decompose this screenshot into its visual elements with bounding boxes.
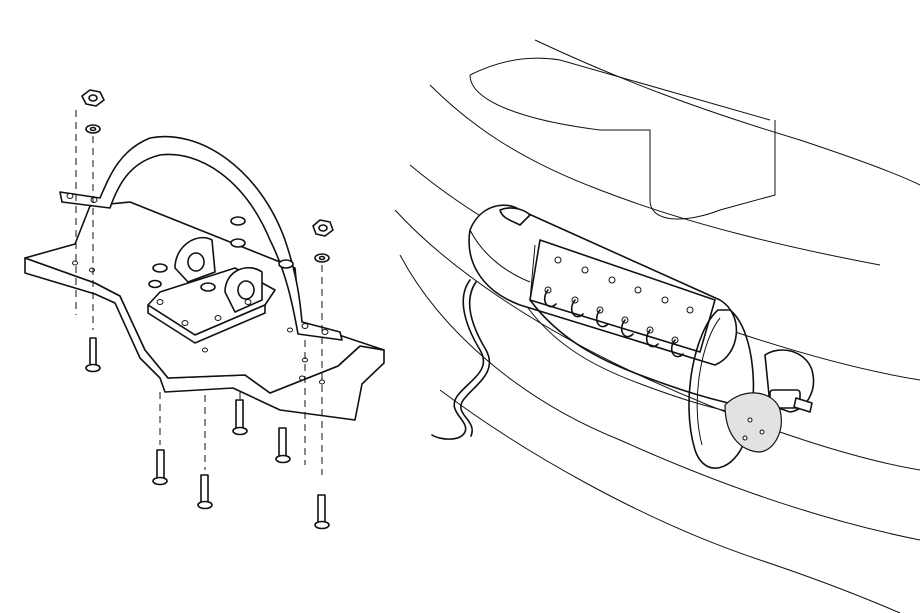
screw bbox=[232, 399, 248, 436]
screw bbox=[275, 427, 291, 464]
valve-fitting bbox=[724, 349, 815, 453]
screw bbox=[314, 494, 330, 530]
screws bbox=[85, 337, 330, 530]
assembly-guide-lines bbox=[75, 110, 323, 475]
cable-and-hose bbox=[431, 279, 761, 440]
lacing-loops bbox=[543, 289, 684, 358]
screw bbox=[197, 474, 213, 510]
center-bracket bbox=[147, 236, 276, 344]
retaining-hoop bbox=[688, 309, 755, 469]
arched-strap bbox=[59, 135, 343, 341]
nuts-and-washers bbox=[81, 89, 334, 292]
tube-bag bbox=[468, 204, 738, 366]
screw bbox=[85, 337, 101, 373]
screw bbox=[152, 449, 168, 486]
